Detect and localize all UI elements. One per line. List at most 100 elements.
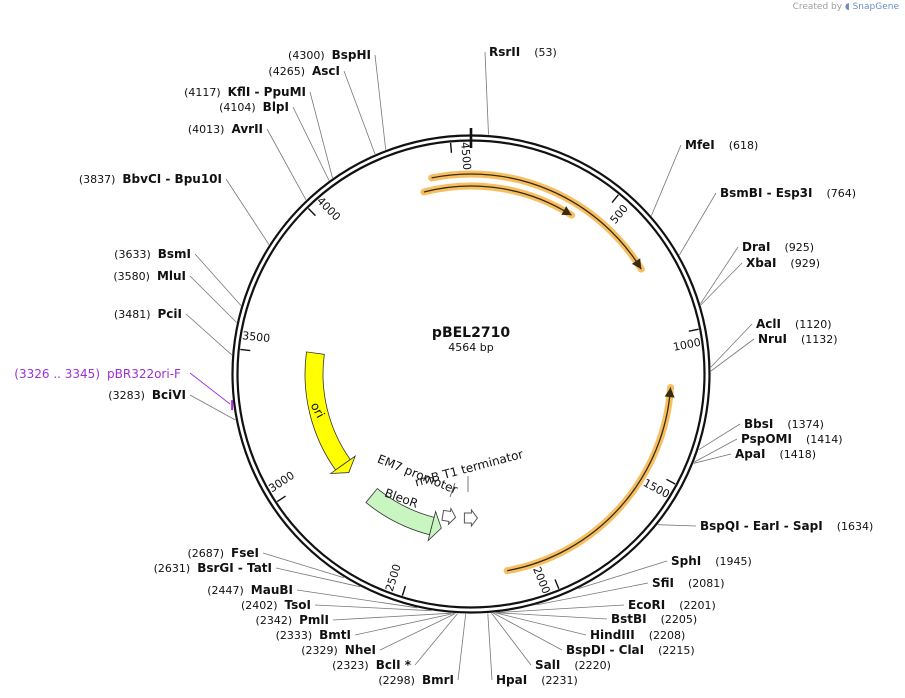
- enzyme-leader: [343, 70, 376, 155]
- enzyme-name: HindIII: [590, 628, 635, 642]
- enzyme-name: BsmI: [158, 247, 191, 261]
- enzyme-leader: [694, 438, 738, 463]
- tick-mark-4000: [307, 207, 316, 217]
- enzyme-name: AclI: [756, 317, 781, 331]
- enzyme-leader: [693, 453, 732, 464]
- enzyme-name: RsrII: [489, 45, 520, 59]
- enzyme-position: (53): [534, 46, 557, 59]
- enzyme-name: EcoRI: [628, 598, 665, 612]
- enzyme-position: (1945): [715, 555, 752, 568]
- enzyme-leader: [497, 604, 625, 613]
- tick-label: 500: [608, 202, 631, 226]
- enzyme-leader: [710, 323, 753, 368]
- enzyme-leader: [189, 275, 237, 323]
- enzyme-name: FseI: [231, 546, 259, 560]
- enzyme-name: MluI: [157, 269, 186, 283]
- tick-label: 4000: [314, 194, 343, 223]
- enzyme-position: (2205): [661, 613, 698, 626]
- tick-label: 3000: [266, 469, 297, 495]
- enzyme-position: (1634): [837, 520, 874, 533]
- enzyme-position: (2329): [301, 644, 338, 657]
- primer-name: pBR322ori-F: [107, 367, 181, 381]
- enzyme-leader: [536, 582, 649, 606]
- enzyme-leader: [194, 253, 242, 306]
- orf-arrowhead-2: [664, 387, 675, 398]
- enzyme-name: BbsI: [744, 417, 773, 431]
- enzyme-position: (2333): [276, 629, 313, 642]
- enzyme-name: SfiI: [652, 576, 674, 590]
- enzyme-position: (4300): [288, 49, 325, 62]
- tick-label: 4500: [458, 142, 473, 171]
- feature-symbol-3: [463, 508, 479, 528]
- enzyme-leader: [296, 589, 418, 609]
- enzyme-position: (4104): [219, 101, 256, 114]
- enzyme-name: PspOMI: [741, 432, 792, 446]
- tick-mark-3000: [276, 495, 286, 503]
- snapgene-credit: Created by ◖ SnapGene: [793, 2, 899, 12]
- enzyme-position: (3481): [114, 308, 151, 321]
- enzyme-leader: [292, 106, 330, 181]
- enzyme-leader: [225, 178, 270, 245]
- enzyme-leader: [578, 560, 668, 589]
- enzyme-position: (1120): [795, 318, 832, 331]
- enzyme-name: BsrGI - TatI: [197, 561, 272, 575]
- enzyme-position: (2447): [207, 584, 244, 597]
- enzyme-name: ApaI: [735, 447, 765, 461]
- enzyme-name: PmlI: [299, 613, 329, 627]
- tick-label: 3500: [242, 329, 271, 345]
- plasmid-name: pBEL2710: [432, 325, 510, 341]
- orf-line-1: [423, 185, 572, 216]
- enzyme-position: (764): [826, 187, 856, 200]
- enzyme-position: (2220): [574, 659, 611, 672]
- enzyme-name: SalI: [535, 658, 560, 672]
- enzyme-position: (925): [784, 241, 814, 254]
- credit-brand: SnapGene: [852, 2, 899, 12]
- credit-prefix: Created by: [792, 2, 843, 12]
- snapgene-logo-icon: ◖: [844, 2, 850, 12]
- enzyme-position: (2402): [241, 599, 278, 612]
- enzyme-name: AvrII: [231, 122, 263, 136]
- enzyme-position: (3837): [79, 173, 116, 186]
- enzyme-leader: [374, 54, 387, 150]
- enzyme-name: DraI: [742, 240, 770, 254]
- feature-symbol-2: [441, 506, 457, 526]
- enzyme-leader: [698, 423, 741, 451]
- enzyme-name: NheI: [345, 643, 376, 657]
- enzyme-leader: [309, 91, 333, 179]
- tick-mark-2000: [554, 579, 560, 590]
- orf-arrowhead-0: [631, 258, 642, 270]
- tick-mark-1500: [666, 478, 676, 485]
- enzyme-position: (1414): [806, 433, 843, 446]
- feature-body-0: [304, 351, 351, 471]
- feature-small-arrow: [463, 508, 479, 528]
- enzyme-leader: [266, 128, 307, 200]
- enzyme-name: MfeI: [685, 138, 715, 152]
- enzyme-position: (1374): [787, 418, 824, 431]
- backbone-ring: [231, 128, 711, 614]
- enzyme-leader: [185, 313, 233, 356]
- enzyme-name: BstBI: [611, 612, 647, 626]
- enzyme-position: (2081): [688, 577, 725, 590]
- enzyme-leader: [332, 612, 452, 621]
- enzyme-leader: [189, 394, 236, 421]
- enzyme-labels: RsrII(53)MfeI(618)BsmBI - Esp3I(764)DraI…: [79, 45, 873, 687]
- enzyme-position: (2215): [658, 644, 695, 657]
- enzyme-leader: [651, 144, 682, 216]
- enzyme-leader: [491, 612, 532, 666]
- enzyme-leader: [484, 51, 489, 135]
- primer-layer: (3326 .. 3345)pBR322ori-F: [14, 367, 234, 411]
- enzyme-leader: [700, 246, 739, 304]
- enzyme-name: BsmBI - Esp3I: [720, 186, 812, 200]
- enzyme-name: BmtI: [319, 628, 351, 642]
- enzyme-name: XbaI: [746, 256, 776, 270]
- enzyme-position: (3283): [108, 389, 145, 402]
- tick-mark-1000: [688, 328, 699, 332]
- tick-mark-2500: [401, 585, 407, 596]
- enzyme-position: (2298): [378, 674, 415, 687]
- tick-mark-4500: [449, 142, 453, 153]
- enzyme-position: (1418): [779, 448, 816, 461]
- enzyme-position: (2631): [154, 562, 191, 575]
- plasmid-size: 4564 bp: [448, 341, 493, 354]
